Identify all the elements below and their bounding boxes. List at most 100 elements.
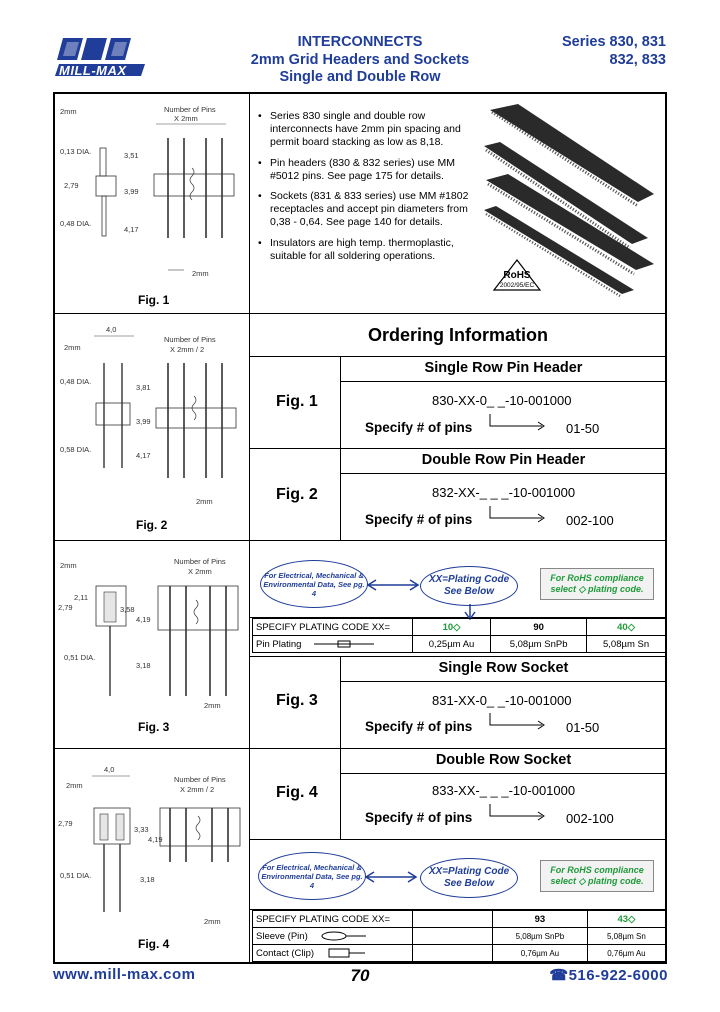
fig1-dim-2mm-bottom: 2mm <box>192 269 209 278</box>
fig4-dim-numpins: Number of Pins <box>174 775 226 784</box>
fig1-caption: Fig. 1 <box>138 293 170 307</box>
pin-plating-90: 5,08µm SnPb <box>490 635 588 653</box>
sec2-part-number: 832-XX-_ _ _-10-001000 <box>432 485 576 500</box>
electrical-data-note-2: For Electrical, Mechanical & Environment… <box>258 852 366 900</box>
sec1-specify: Specify # of pins <box>365 420 473 435</box>
feature-item: Sockets (831 & 833 series) use MM #1802 … <box>258 190 473 230</box>
title-line-3: Single and Double Row <box>279 69 441 85</box>
sec4-fig: Fig. 4 <box>276 784 318 801</box>
fig3-caption: Fig. 3 <box>138 720 170 734</box>
fig4-dim-40: 4,0 <box>104 765 114 774</box>
fig2-dim-2mm-bottom: 2mm <box>196 497 213 506</box>
feature-list: Series 830 single and double row interco… <box>258 110 473 270</box>
fig2-dim-399: 3,99 <box>136 417 151 426</box>
rohs-compliance-note-2: For RoHS compliance select ◇ plating cod… <box>540 860 654 892</box>
fig4-dim-333: 3,33 <box>134 825 149 834</box>
fig2-caption: Fig. 2 <box>136 518 168 532</box>
fig2-dim-numpins: Number of Pins <box>164 335 216 344</box>
contact-93: 0,76µm Au <box>492 944 588 962</box>
fig3-dim-2mm: 2mm <box>60 561 77 570</box>
sec4-arrow <box>489 804 545 821</box>
feature-item: Pin headers (830 & 832 series) use MM #5… <box>258 157 473 183</box>
fig1-drawing: 2mm Number of Pins X 2mm 0,13 DIA. 3,51 … <box>60 105 235 278</box>
rohs-label: RoHS <box>503 270 531 281</box>
fig3-dim-2mm-bottom: 2mm <box>204 701 221 710</box>
sec1-arrow <box>489 414 545 431</box>
fig2-dim-058: 0,58 DIA. <box>60 445 91 454</box>
notes1-cell <box>249 540 667 618</box>
sec1-fig: Fig. 1 <box>276 393 318 410</box>
plating-code-blank <box>412 910 493 928</box>
fig1-dim-2mm: 2mm <box>60 107 77 116</box>
plating-header: SPECIFY PLATING CODE XX= <box>252 618 413 636</box>
series-label: Series 830, 831 832, 833 <box>562 34 666 69</box>
fig3-dim-318: 3,18 <box>136 661 151 670</box>
sleeve-icon <box>321 931 367 941</box>
electrical-data-note: For Electrical, Mechanical & Environment… <box>260 560 368 608</box>
fig3-dim-051: 0,51 DIA. <box>64 653 95 662</box>
feature-item: Series 830 single and double row interco… <box>258 110 473 150</box>
page-title: INTERCONNECTS 2mm Grid Headers and Socke… <box>230 34 490 87</box>
pin-icon <box>314 640 375 648</box>
fig2-drawing: 4,0 2mm Number of Pins X 2mm / 2 0,48 DI… <box>60 325 237 506</box>
fig4-dim-051: 0,51 DIA. <box>60 871 91 880</box>
fig1-dim-013: 0,13 DIA. <box>60 147 91 156</box>
top-right-cell <box>249 92 667 314</box>
fig4-drawing: 4,0 2mm Number of Pins X 2mm / 2 2,79 3,… <box>58 765 241 926</box>
phone-number: ☎516-922-6000 <box>549 967 668 984</box>
note-arrows-1 <box>366 579 420 591</box>
fig4-dim-2mm-bottom: 2mm <box>204 917 221 926</box>
sec4-range: 002-100 <box>566 811 614 826</box>
pin-plating-40: 5,08µm Sn <box>586 635 666 653</box>
sleeve-43: 5,08µm Sn <box>586 927 667 945</box>
contact-row: Contact (Clip) <box>252 944 413 962</box>
fig1-dim-048: 0,48 DIA. <box>60 219 91 228</box>
fig4-caption: Fig. 4 <box>138 937 170 951</box>
header-strip-3 <box>486 174 654 276</box>
fig1-dim-399: 3,99 <box>124 187 139 196</box>
sleeve-row: Sleeve (Pin) <box>252 927 413 945</box>
fig2-dim-417: 4,17 <box>136 451 151 460</box>
header-strip-2 <box>484 142 648 250</box>
fig3-dim-279: 2,79 <box>58 603 73 612</box>
rohs-compliance-note: For RoHS compliance select ◇ plating cod… <box>540 568 654 600</box>
logo-text: MILL-MAX <box>59 63 127 78</box>
fig4-dim-2mm: 2mm <box>66 781 83 790</box>
plating-code-40: 40◇ <box>586 618 666 636</box>
sec2-range: 002-100 <box>566 513 614 528</box>
fig3-dim-x2mm: X 2mm <box>188 567 212 576</box>
sec3-arrow <box>489 713 545 730</box>
plating-table-pin-header: SPECIFY PLATING CODE XX= 10◇ 90 40◇ Pin … <box>252 618 666 653</box>
fig2-dim-381: 3,81 <box>136 383 151 392</box>
fig3-dim-211: 2,11 <box>74 593 88 602</box>
fig3-drawing: 2mm Number of Pins X 2mm 2,11 2,79 3,58 … <box>58 557 239 710</box>
contact-blank <box>412 944 493 962</box>
title-line-1: INTERCONNECTS <box>297 34 423 50</box>
fig1-dim-x2mm: X 2mm <box>174 114 198 123</box>
feature-item: Insulators are high temp. thermoplastic,… <box>258 237 473 263</box>
sec1-part-number: 830-XX-0_ _-10-001000 <box>432 393 572 408</box>
sec4-part-number: 833-XX-_ _ _-10-001000 <box>432 783 576 798</box>
website-link[interactable]: www.mill-max.com <box>53 966 196 983</box>
ordering-title: Ordering Information <box>368 325 548 345</box>
sec1-title: Single Row Pin Header <box>424 360 583 376</box>
fig4-dim-x2mm2: X 2mm / 2 <box>180 785 214 794</box>
sec3-fig: Fig. 3 <box>276 692 318 709</box>
title-line-2: 2mm Grid Headers and Sockets <box>250 51 470 68</box>
series-line-1: Series 830, 831 <box>561 34 666 50</box>
sec3-range: 01-50 <box>566 720 600 735</box>
fig3-dim-358: 3,58 <box>120 605 135 614</box>
plating-code-note: XX=Plating Code See Below <box>420 566 518 606</box>
page-number: 70 <box>350 966 370 985</box>
plating-header-2: SPECIFY PLATING CODE XX= <box>252 910 413 928</box>
fig2-dim-048: 0,48 DIA. <box>60 377 91 386</box>
note-arrows-2 <box>364 871 418 883</box>
sec4-title: Double Row Socket <box>435 752 572 768</box>
sleeve-93: 5,08µm SnPb <box>492 927 588 945</box>
sec1-range: 01-50 <box>566 421 600 436</box>
fig3-dim-numpins: Number of Pins <box>174 557 226 566</box>
pin-plating-10: 0,25µm Au <box>411 635 492 653</box>
contact-label: Contact (Clip) <box>256 947 315 959</box>
plating-table-socket: SPECIFY PLATING CODE XX= 93 43◇ Sleeve (… <box>252 910 667 962</box>
sec3-specify: Specify # of pins <box>365 719 473 734</box>
